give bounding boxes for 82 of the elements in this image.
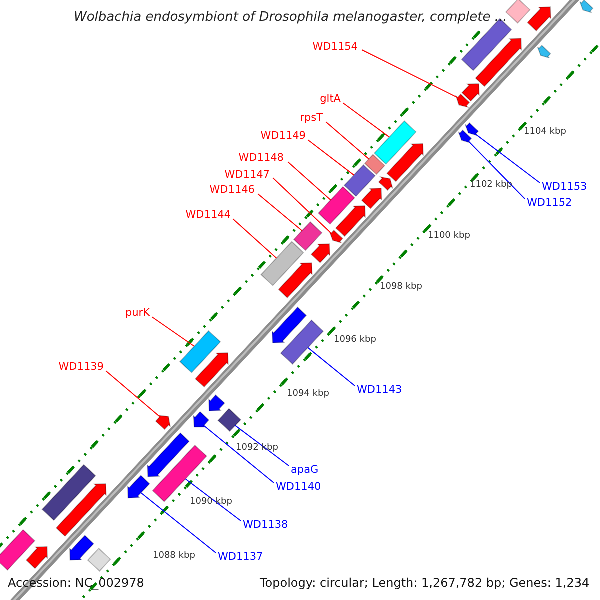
gene-feature [147, 432, 190, 478]
leader-line [152, 316, 195, 347]
gene-feature [458, 130, 472, 144]
gene-label: gltA [320, 93, 341, 105]
gene-block [87, 548, 112, 572]
gene-label: rpsT [300, 112, 323, 124]
gene-feature [537, 44, 552, 59]
leader-line [362, 50, 458, 98]
gene-block [364, 154, 386, 176]
leader-line [106, 370, 161, 418]
gene-block [318, 186, 356, 225]
gene-feature [208, 394, 226, 412]
gene-feature [155, 414, 172, 430]
gene-label: WD1143 [357, 384, 402, 396]
gene-label: WD1149 [260, 130, 306, 142]
gene-block [0, 529, 36, 571]
gene-feature [194, 352, 229, 388]
footer-text: Topology: circular; Length: 1,267,782 bp; Genes: 1,234 [260, 576, 590, 590]
leader-line [140, 492, 216, 554]
gene-label: WD1137 [218, 551, 264, 563]
leader-line [475, 134, 540, 184]
gene-block [179, 330, 222, 374]
scale-label: 1096 kbp [334, 335, 376, 346]
gene-feature [475, 38, 522, 88]
gene-feature [69, 534, 95, 561]
leader-line [468, 141, 526, 200]
gene-block [280, 320, 324, 365]
gene-block [42, 464, 96, 522]
gene-feature [127, 474, 150, 499]
leader-line [234, 425, 290, 466]
gene-label: WD1139 [58, 361, 104, 373]
gene-label: WD1154 [312, 41, 358, 53]
scale-label: 1100 kbp [428, 231, 470, 242]
gene-feature [462, 83, 480, 102]
gene-feature [527, 6, 552, 32]
gene-block [344, 164, 376, 198]
gene-block [374, 120, 417, 165]
leader-line [232, 218, 278, 259]
gene-label: WD1148 [238, 152, 284, 164]
leader-line [185, 478, 242, 522]
gene-feature [272, 306, 308, 344]
leader-line [258, 194, 303, 232]
scale-label: 1088 kbp [153, 551, 196, 562]
gene-feature [329, 230, 344, 244]
scale-label: 1102 kbp [470, 180, 512, 191]
gene-label: WD1146 [210, 184, 255, 196]
gene-block [505, 0, 531, 24]
leader-line [272, 178, 332, 234]
gene-block [293, 221, 323, 252]
gene-block [260, 241, 304, 286]
scale-label: 1094 kbp [287, 389, 330, 400]
gene-label: WD1147 [224, 169, 270, 181]
gene-feature [278, 262, 313, 299]
gene-label: WD1144 [186, 209, 231, 221]
gene-feature [580, 0, 594, 14]
leader-line [308, 140, 355, 176]
scale-label: 1090 kbp [190, 497, 232, 508]
leader-line [326, 122, 370, 160]
gene-label: WD1140 [276, 481, 322, 493]
gene-feature [56, 483, 107, 538]
gene-feature [335, 206, 366, 238]
scale-label: 1098 kbp [380, 282, 422, 293]
leader-line [342, 102, 390, 138]
gene-label: WD1152 [527, 197, 572, 209]
scale-label: 1104 kbp [524, 127, 566, 138]
gene-feature [193, 411, 210, 428]
gene-feature [386, 143, 424, 182]
gene-feature [378, 176, 394, 192]
leader-line [288, 162, 332, 201]
gene-label: WD1153 [542, 181, 588, 193]
footer-text: Accession: NC_002978 [8, 576, 144, 590]
gene-feature [361, 188, 382, 210]
gene-label: WD1138 [243, 519, 288, 531]
gene-feature [455, 94, 470, 108]
leader-line [308, 347, 356, 386]
gene-label: purK [125, 307, 150, 319]
gene-feature [26, 546, 48, 570]
leader-line [204, 425, 274, 484]
gene-feature [465, 122, 480, 136]
gene-block [218, 408, 242, 432]
gene-feature [310, 244, 330, 264]
gene-label: apaG [291, 464, 319, 476]
